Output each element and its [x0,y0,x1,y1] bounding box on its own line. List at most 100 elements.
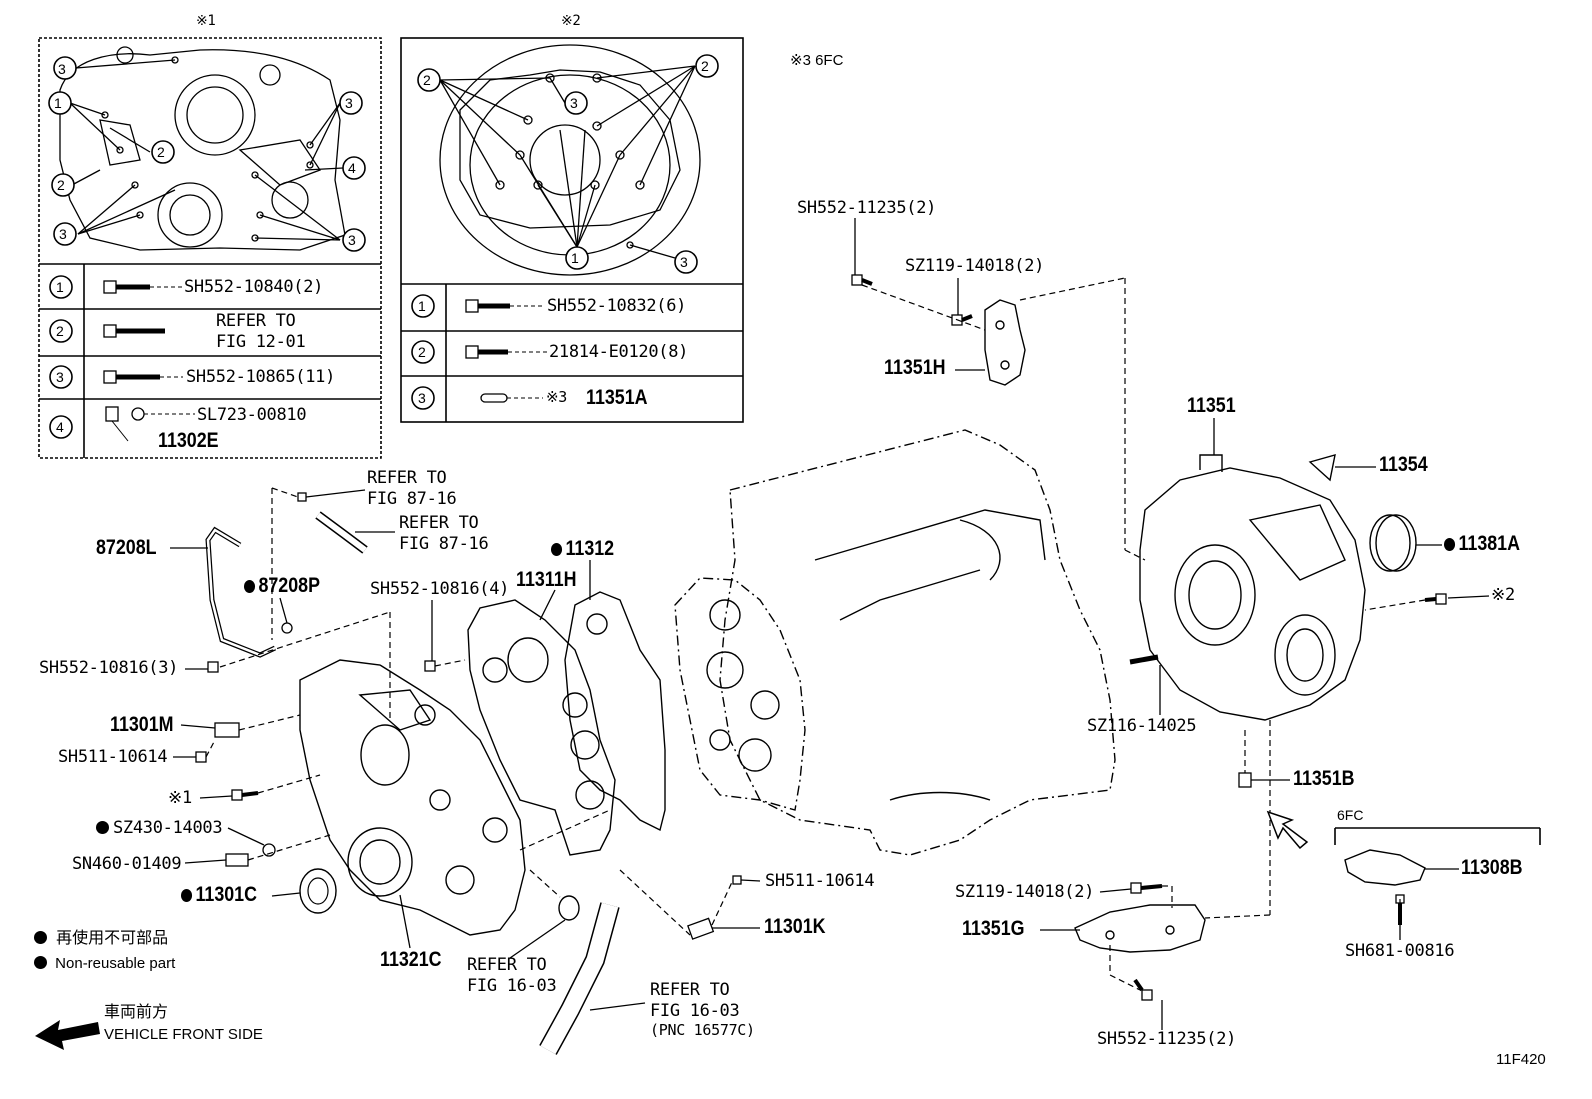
label-sh552-10816-3: SH552-10816(3) [39,658,179,678]
label-11351h: 11351H [884,356,946,379]
label-11351g: 11351G [962,917,1025,940]
label-sz119-top: SZ119-14018(2) [905,256,1045,276]
label-sh552-10816-4: SH552-10816(4) [370,579,510,599]
label-refer-16-03-a-line1: REFER TO [467,955,547,975]
engine-block-outline [719,429,1116,856]
label-sh511-left: SH511-10614 [58,747,168,767]
label-sh552-11235-top: SH552-11235(2) [797,198,937,218]
inset-1-row-2-line1: REFER TO [216,311,296,331]
non-reusable-dot-icon [244,580,256,593]
label-ref-2: ※2 [1491,585,1515,605]
inset-1-callouts [48,56,366,439]
non-reusable-dot-icon [551,543,563,556]
inset-1-title: ※1 [196,13,216,29]
label-11308b: 11308B [1461,856,1523,879]
inset-1-row-4-num: 4 [56,419,64,435]
inset-2-row-3-num: 3 [418,390,426,406]
label-11381a: 11381A [1444,533,1520,554]
label-sz116: SZ116-14025 [1087,716,1197,736]
o-ring [558,895,580,921]
inset-2-callouts [411,54,719,410]
inset-1-callout-4: 4 [348,160,356,176]
timing-plate-outline [467,599,616,856]
bracket-11351g [1074,904,1206,953]
inset-2-housing-drawing [439,44,701,276]
legend-non-reusable-en: Non-reusable part [34,956,175,971]
label-refer-16-03-b-line1: REFER TO [650,980,730,1000]
seal-11381a [1369,514,1417,572]
inset-1-row-1-part: SH552-10840(2) [184,277,324,297]
timing-cover-outline [299,659,526,936]
non-reusable-dot-icon [96,821,109,834]
label-sh681: SH681-00816 [1345,941,1455,961]
gasket-outline [564,591,666,832]
arrow-icons [1266,810,1309,850]
label-refer-16-03-b-line3: (PNC 16577C) [650,1021,755,1039]
label-11321c: 11321C [380,948,442,971]
sensor-11301m [214,722,240,738]
inset-2-frame [400,37,744,423]
inset-1-row-2-line2: FIG 12-01 [216,332,306,352]
inset-2-callout-3b: 3 [680,254,688,270]
inset-1-row-1-num: 1 [56,279,64,295]
inset-1-cover-drawing [59,46,346,251]
bracket-11351h [984,299,1026,386]
inset-1-callout-3d: 3 [348,232,356,248]
legend-non-reusable-jp: 再使用不可部品 [34,930,168,946]
inset-1-row-3-num: 3 [56,369,64,385]
inset-1-row-4-part: SL723-00810 [197,405,307,425]
non-reusable-dot-icon [181,889,193,902]
front-arrow-icon [35,1020,100,1050]
inset-2-bolt-icons [465,299,547,403]
inset-1-callout-2b: 2 [57,177,65,193]
front-side-jp: 車両前方 [104,1002,169,1021]
seal-11301c [299,868,337,914]
note-3: ※3 6FC [790,52,844,69]
label-87208p: 87208P [244,575,320,596]
inset-2-row-2-num: 2 [418,344,426,360]
label-11351: 11351 [1187,394,1236,417]
figure-code: 11F420 [1496,1051,1546,1068]
label-87208l: 87208L [96,536,157,559]
inset-1-callout-2a: 2 [157,144,165,160]
cap-11354 [1308,454,1336,482]
label-6fc: 6FC [1337,807,1364,823]
inset-2-callout-3a: 3 [570,95,578,111]
inset-1-row-2-num: 2 [56,323,64,339]
label-11301c: 11301C [181,884,257,905]
label-sz119-bot: SZ119-14018(2) [955,882,1095,902]
inset-2-row-1-part: SH552-10832(6) [547,296,687,316]
label-sn460: SN460-01409 [72,854,182,874]
label-11311h: 11311H [516,568,577,591]
inset-1-callout-3a: 3 [58,61,66,77]
small-bolts [195,274,1447,1001]
dashed-guides [205,277,1426,991]
label-11301k: 11301K [764,915,826,938]
non-reusable-dot-icon [34,956,47,969]
label-11312: 11312 [551,538,614,559]
inset-2-row-3-part: 11351A [586,386,648,409]
inset-2-callout-1: 1 [571,250,579,266]
inset-1-row-4-part2: 11302E [158,429,219,452]
inset-1-callout-3c: 3 [345,95,353,111]
washer-sz430 [262,843,276,857]
inset-2-title: ※2 [561,13,581,29]
inset-2-callout-2b: 2 [701,58,709,74]
o-ring-87208p [281,622,293,634]
inset-1-callout-3b: 3 [59,226,67,242]
sensor-11301k [687,917,715,940]
label-refer-87-16-b-line1: REFER TO [399,513,479,533]
leader-lines [170,218,1490,1030]
label-refer-87-16-b-line2: FIG 87-16 [399,534,489,554]
inset-1-callout-1a: 1 [54,95,62,111]
front-side-en: VEHICLE FRONT SIDE [104,1026,263,1043]
flywheel-housing-outline [1139,454,1366,721]
label-sh552-11235-bot: SH552-11235(2) [1097,1029,1237,1049]
cover-plate-11308b [1344,849,1426,886]
label-11351b: 11351B [1293,767,1355,790]
label-11354: 11354 [1379,453,1428,476]
inset-1-frame [38,37,382,459]
label-11301m: 11301M [110,713,174,736]
